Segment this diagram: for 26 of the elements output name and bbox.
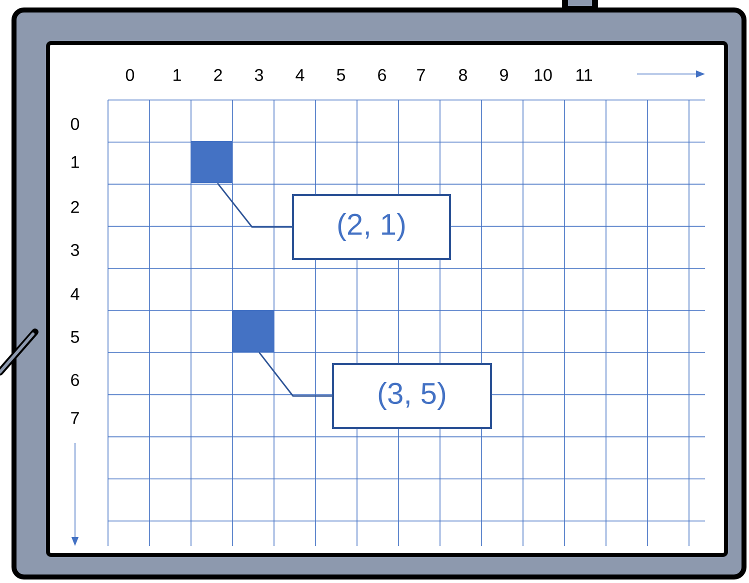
leader-line — [216, 182, 292, 228]
axis-number: 0 — [126, 68, 134, 82]
axis-number: 4 — [296, 69, 304, 81]
axis-number: 5 — [336, 69, 346, 81]
axis-number: 11 — [576, 69, 592, 81]
axis-number: 4 — [70, 288, 80, 300]
axis-number: 7 — [417, 69, 425, 81]
axis-number: 2 — [71, 201, 79, 213]
axis-number: 6 — [71, 374, 79, 386]
filled-cell — [232, 310, 274, 352]
axis-number: 0 — [70, 118, 80, 130]
axis-number: 3 — [254, 68, 263, 82]
axis-number: 1 — [174, 69, 181, 81]
axis-number: 9 — [500, 68, 508, 82]
coordinate-label: (3, 5) — [332, 363, 492, 429]
axis-number: 10 — [534, 68, 552, 82]
axis-number: 7 — [71, 412, 79, 424]
axis-number: 2 — [214, 69, 222, 81]
axis-number: 8 — [459, 68, 467, 82]
leader-line — [258, 352, 332, 397]
coordinate-label: (2, 1) — [292, 194, 451, 260]
axis-number: 6 — [378, 68, 386, 82]
axis-number: 3 — [70, 244, 79, 256]
axis-number: 5 — [70, 331, 80, 343]
filled-cell — [191, 141, 232, 183]
axis-number: 1 — [72, 156, 79, 168]
